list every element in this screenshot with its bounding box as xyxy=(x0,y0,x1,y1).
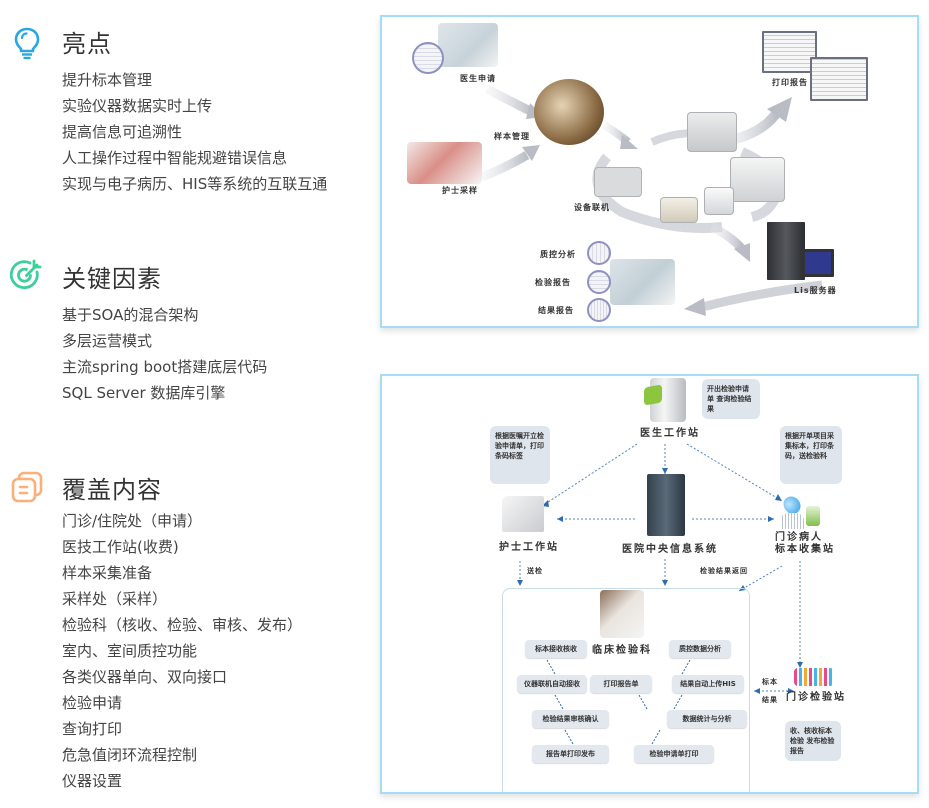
flow-box: 检验结果审核确认 xyxy=(532,710,609,728)
report-screen xyxy=(762,31,817,73)
list-item: 实现与电子病历、HIS等系统的互联互通 xyxy=(62,175,328,193)
list-item: 室内、室间质控功能 xyxy=(62,642,198,660)
lightbulb-icon xyxy=(14,27,40,60)
flow-box: 标本接收核收 xyxy=(525,640,587,658)
test-tubes-image xyxy=(794,668,834,686)
label-lab-report: 检验报告 xyxy=(535,278,571,287)
doctor-screen xyxy=(644,384,662,406)
analyzer-image xyxy=(687,112,737,152)
hospital-info-flow-diagram: 医生工作站 开出检验申请单 查询检验结果 根据医嘱开立检验申请单，打印条码标签 … xyxy=(380,374,919,794)
highlights-list: 提升标本管理 实验仪器数据实时上传 提高信息可追溯性 人工操作过程中智能规避错误… xyxy=(62,67,327,197)
list-item: 检验科（核收、检验、审核、发布） xyxy=(62,616,303,634)
node-clinical-lab: 临床检验科 xyxy=(592,645,652,656)
doctor-photo xyxy=(438,23,498,67)
label-result-report: 结果报告 xyxy=(538,306,574,315)
list-item: 检验申请 xyxy=(62,694,123,712)
clinical-lab-panel xyxy=(502,588,750,792)
bubble-outpatient: 根据开单项目采集标本，打印条码，送检验科 xyxy=(780,426,842,484)
section-title: 关键因素 xyxy=(62,265,162,293)
flow-box: 结果自动上传HIS xyxy=(672,675,744,693)
list-item: 采样处（采样） xyxy=(62,590,168,608)
list-item: 基于SOA的混合架构 xyxy=(62,306,199,324)
stacked-documents-icon xyxy=(11,471,43,503)
flow-box: 检验申请单打印 xyxy=(634,745,714,763)
list-item: 危急值闭环流程控制 xyxy=(62,746,198,764)
list-item: 提升标本管理 xyxy=(62,71,153,89)
flow-box: 质控数据分析 xyxy=(669,640,731,658)
list-item: SQL Server 数据库引擎 xyxy=(62,384,226,402)
analyzer-image xyxy=(660,197,698,223)
list-item: 多层运营模式 xyxy=(62,332,153,350)
edge-label-return: 检验结果返回 xyxy=(700,567,748,575)
list-item: 各类仪器单向、双向接口 xyxy=(62,668,228,686)
label-print-report: 打印报告 xyxy=(772,78,808,87)
list-item: 查询打印 xyxy=(62,720,123,738)
flow-box: 仪器联机自动接收 xyxy=(517,675,587,693)
list-item: 样本采集准备 xyxy=(62,564,153,582)
section-title: 覆盖内容 xyxy=(62,476,162,504)
analyzer-image xyxy=(730,157,785,202)
label-device-connection: 设备联机 xyxy=(574,203,610,212)
label-sample-management: 样本管理 xyxy=(494,132,530,141)
bubble-doctor: 开出检验申请单 查询检验结果 xyxy=(702,379,760,419)
sample-photo xyxy=(534,79,604,145)
technician-photo xyxy=(610,259,675,305)
list-item: 仪器设置 xyxy=(62,772,123,790)
section-title: 亮点 xyxy=(62,30,112,58)
edge-label-sample: 标本 xyxy=(762,678,778,686)
flow-box: 数据统计与分析 xyxy=(667,710,747,728)
edge-label-send: 送检 xyxy=(527,567,543,575)
label-lis-server: Lis服务器 xyxy=(794,286,837,295)
computer-image xyxy=(594,167,642,197)
list-item: 提高信息可追溯性 xyxy=(62,123,183,141)
target-arrow-icon xyxy=(10,259,42,290)
node-outpatient-lab: 门诊检验站 xyxy=(786,692,846,703)
node-nurse-workstation: 护士工作站 xyxy=(499,542,559,553)
list-item: 人工操作过程中智能规避错误信息 xyxy=(62,149,288,167)
report-screen xyxy=(810,57,868,101)
label-doctor-request: 医生申请 xyxy=(460,74,496,83)
analyzer-image xyxy=(704,187,734,215)
node-outpatient-station: 门诊病人 标本收集站 xyxy=(775,532,835,555)
nurse-photo xyxy=(407,142,482,184)
label-nurse-sampling: 护士采样 xyxy=(442,186,478,195)
lab-technician-photo xyxy=(600,590,644,638)
qc-thumbnail xyxy=(587,241,611,265)
edge-label-result: 结果 xyxy=(762,696,778,704)
key-factors-list: 基于SOA的混合架构 多层运营模式 主流spring boot搭建底层代码 SQ… xyxy=(62,302,267,406)
node-doctor-workstation: 医生工作站 xyxy=(640,428,700,439)
label-qc-analysis: 质控分析 xyxy=(540,250,576,259)
result-thumbnail xyxy=(587,298,611,322)
bubble-nurse: 根据医嘱开立检验申请单，打印条码标签 xyxy=(490,426,550,484)
list-item: 门诊/住院处（申请） xyxy=(62,512,203,530)
flow-box: 打印报告单 xyxy=(590,675,652,693)
lis-workflow-illustration: 医生申请 样本管理 护士采样 设备联机 打印报告 Lis服务器 质控分析 检验报… xyxy=(380,15,919,328)
monitor-image xyxy=(802,249,834,277)
coverage-list: 门诊/住院处（申请） 医技工作站(收费) 样本采集准备 采样处（采样） 检验科（… xyxy=(62,508,302,794)
patient-body xyxy=(780,513,804,529)
form-thumbnail xyxy=(412,42,444,74)
node-central-system: 医院中央信息系统 xyxy=(622,544,718,555)
list-item: 实验仪器数据实时上传 xyxy=(62,97,213,115)
central-server-image xyxy=(647,474,685,536)
flask-icon xyxy=(806,506,820,526)
flow-box: 报告单打印发布 xyxy=(532,745,609,763)
connector-lines xyxy=(517,443,803,745)
nurse-workstation-image xyxy=(502,496,544,532)
bubble-outpatient-lab: 收、核收标本检验 发布检验报告 xyxy=(785,721,841,761)
report-thumbnail xyxy=(587,270,611,294)
list-item: 主流spring boot搭建底层代码 xyxy=(62,358,268,376)
list-item: 医技工作站(收费) xyxy=(62,538,179,556)
lis-server-image xyxy=(767,222,805,280)
